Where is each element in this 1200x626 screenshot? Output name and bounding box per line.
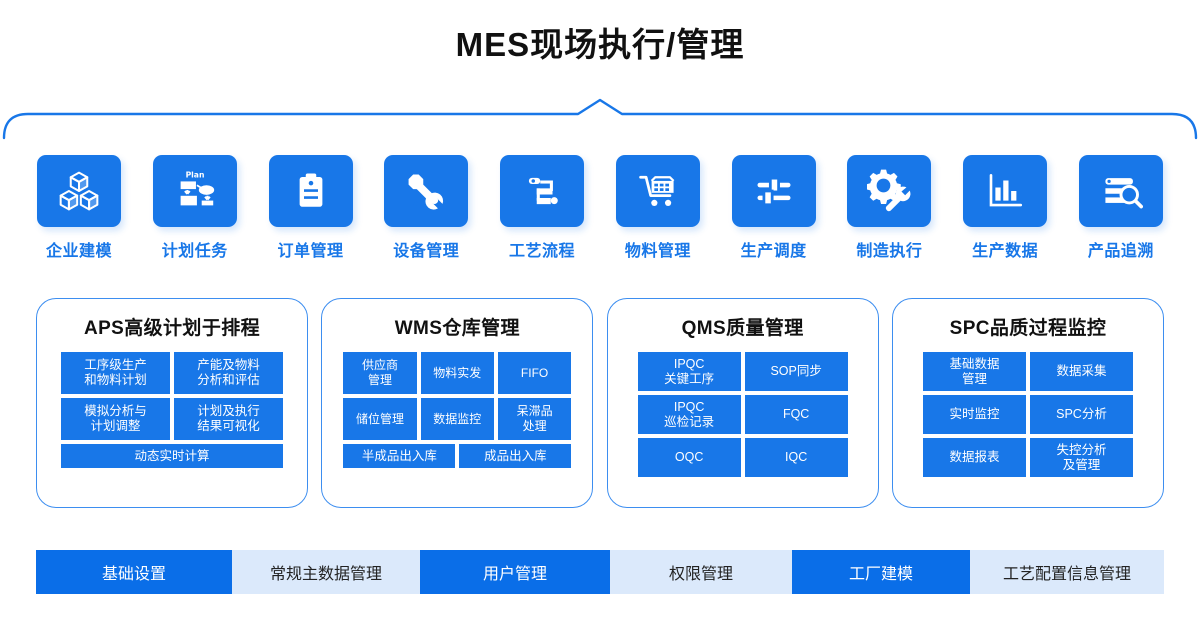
bottom-nav-item-process-config[interactable]: 工艺配置信息管理 (970, 550, 1164, 594)
panel-tile[interactable]: 工序级生产和物料计划 (61, 352, 170, 394)
cubes-icon (37, 155, 121, 227)
panel-tile[interactable]: SOP同步 (744, 352, 848, 391)
panel-tile[interactable]: 物料实发 (420, 352, 494, 394)
module-item-order-management[interactable]: 订单管理 (268, 155, 354, 263)
module-item-process-flow[interactable]: 工艺流程 (499, 155, 585, 263)
module-label: 产品追溯 (1087, 243, 1154, 260)
panel-wms: WMS仓库管理 供应商管理 物料实发 FIFO 储位管理 数据监控 呆滞品处理 … (321, 298, 594, 508)
module-label: 工艺流程 (509, 243, 576, 260)
bottom-nav-item-factory-modeling[interactable]: 工厂建模 (792, 550, 970, 594)
panel-tile-grid: 供应商管理 物料实发 FIFO 储位管理 数据监控 呆滞品处理 半成品出入库 成… (343, 352, 572, 468)
panel-aps: APS高级计划于排程 工序级生产和物料计划 产能及物料分析和评估 模拟分析与计划… (36, 298, 308, 508)
panel-tile-grid: 基础数据管理 数据采集 实时监控 SPC分析 数据报表 失控分析及管理 (922, 352, 1133, 477)
module-item-material-management[interactable]: 物料管理 (615, 155, 701, 263)
panel-tile[interactable]: IQC (744, 438, 848, 477)
panel-title: APS高级计划于排程 (83, 318, 261, 339)
bottom-nav-item-user-management[interactable]: 用户管理 (420, 550, 610, 594)
module-item-plan-task[interactable]: Plan 计划任务 (152, 155, 238, 263)
bottom-nav-item-basic-settings[interactable]: 基础设置 (36, 550, 232, 594)
bar-chart-icon (963, 155, 1048, 227)
bottom-nav-item-permission-management[interactable]: 权限管理 (610, 550, 792, 594)
panel-tile[interactable]: 数据采集 (1029, 352, 1133, 391)
panel-tile[interactable]: FQC (744, 395, 848, 434)
panel-title: QMS质量管理 (681, 318, 804, 339)
module-label: 生产调度 (740, 243, 807, 260)
wrench-screwdriver-icon (384, 155, 469, 227)
sliders-icon (731, 155, 816, 227)
panel-tile[interactable]: 基础数据管理 (922, 352, 1026, 391)
panel-tile[interactable]: 计划及执行结果可视化 (174, 398, 283, 440)
panel-tile[interactable]: 呆滞品处理 (497, 398, 572, 440)
panel-tile[interactable]: 供应商管理 (343, 352, 417, 394)
bottom-nav-item-master-data[interactable]: 常规主数据管理 (232, 550, 420, 594)
panel-tile[interactable]: FIFO (497, 352, 572, 394)
panel-tile[interactable]: 产能及物料分析和评估 (174, 352, 283, 394)
page-title: MES现场执行/管理 (455, 26, 745, 63)
panel-title: WMS仓库管理 (394, 318, 520, 339)
panel-title: SPC品质过程监控 (949, 318, 1107, 339)
module-label: 设备管理 (393, 243, 460, 260)
panel-tile[interactable]: 成品出入库 (459, 444, 572, 468)
module-icon-row: 企业建模 Plan 计划任务 (36, 155, 1164, 263)
panel-tile[interactable]: 储位管理 (343, 398, 417, 440)
module-item-production-scheduling[interactable]: 生产调度 (731, 155, 817, 263)
panel-tile-grid: 工序级生产和物料计划 产能及物料分析和评估 模拟分析与计划调整 计划及执行结果可… (61, 352, 283, 468)
shopping-cart-icon (615, 155, 700, 227)
module-item-production-data[interactable]: 生产数据 (962, 155, 1048, 263)
module-label: 物料管理 (624, 243, 691, 260)
module-panels-row: APS高级计划于排程 工序级生产和物料计划 产能及物料分析和评估 模拟分析与计划… (36, 298, 1164, 508)
top-bracket (0, 98, 1200, 140)
module-item-equipment-management[interactable]: 设备管理 (383, 155, 469, 263)
document-search-icon (1078, 155, 1163, 227)
gear-wrench-icon (847, 155, 932, 227)
panel-tile[interactable]: 数据报表 (922, 438, 1026, 477)
process-flow-icon (500, 155, 585, 227)
module-item-product-traceability[interactable]: 产品追溯 (1078, 155, 1164, 263)
panel-tile[interactable]: 数据监控 (420, 398, 494, 440)
module-label: 企业建模 (45, 243, 112, 260)
panel-tile[interactable]: SPC分析 (1029, 395, 1133, 434)
svg-text:Plan: Plan (185, 171, 204, 180)
panel-tile[interactable]: 实时监控 (922, 395, 1026, 434)
plan-flowchart-icon: Plan (152, 155, 237, 227)
panel-tile[interactable]: 半成品出入库 (343, 444, 456, 468)
clipboard-icon (268, 155, 353, 227)
bottom-nav-bar: 基础设置 常规主数据管理 用户管理 权限管理 工厂建模 工艺配置信息管理 (36, 550, 1164, 594)
panel-tile[interactable]: OQC (637, 438, 741, 477)
module-item-enterprise-modeling[interactable]: 企业建模 (36, 155, 122, 263)
panel-tile[interactable]: 失控分析及管理 (1029, 438, 1133, 477)
module-label: 订单管理 (277, 243, 344, 260)
module-item-manufacturing-execution[interactable]: 制造执行 (846, 155, 932, 263)
module-label: 计划任务 (161, 243, 228, 260)
module-label: 生产数据 (972, 243, 1039, 260)
module-label: 制造执行 (856, 243, 923, 260)
panel-tile[interactable]: 模拟分析与计划调整 (61, 398, 170, 440)
panel-spc: SPC品质过程监控 基础数据管理 数据采集 实时监控 SPC分析 数据报表 失控… (891, 298, 1164, 508)
panel-tile[interactable]: 动态实时计算 (61, 444, 283, 468)
